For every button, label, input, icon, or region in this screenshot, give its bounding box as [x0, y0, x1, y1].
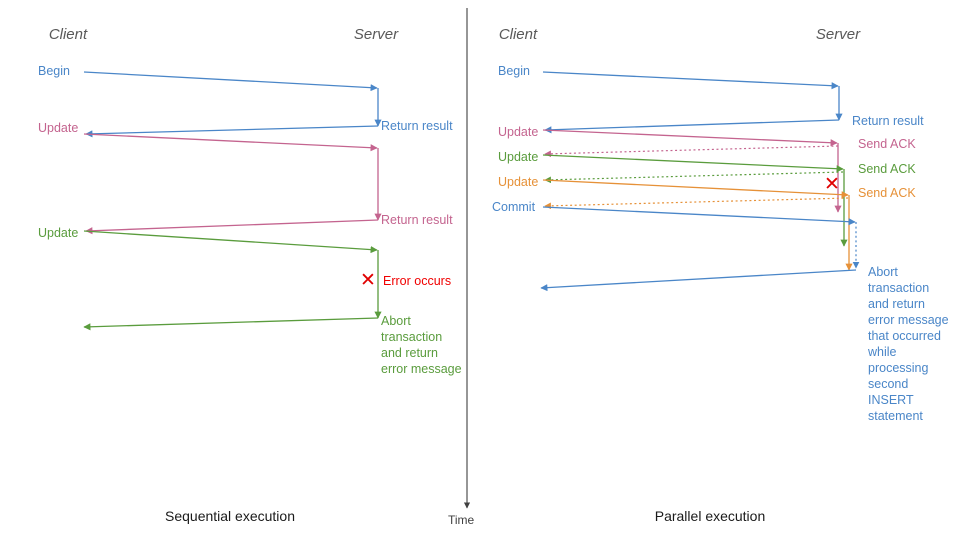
msg-label-send-ack-2: Send ACK [858, 162, 916, 176]
error-x-mark: ✕ [824, 174, 840, 195]
msg-label-update-1: Update [38, 121, 78, 135]
lane-title-server: Server [816, 26, 861, 43]
msg-label-error-occurs: Error occurs [383, 274, 451, 288]
label-line: that occurred [868, 329, 941, 343]
msg-label-update-1: Update [498, 125, 538, 139]
arrow-return-result-2 [85, 219, 379, 235]
time-axis-label: Time [448, 513, 475, 527]
label-line: and return [868, 297, 925, 311]
arrow-ack-1 [544, 145, 839, 158]
arrow-begin [542, 71, 839, 90]
panel-caption: Parallel execution [655, 508, 766, 524]
arrow-update-3 [542, 179, 849, 199]
label-line: transaction [381, 330, 442, 344]
msg-label-update-2: Update [38, 226, 78, 240]
label-line: error message [868, 313, 949, 327]
arrow-abort-return [540, 269, 857, 292]
arrow-return-result [544, 119, 840, 134]
panel-caption: Sequential execution [165, 508, 295, 524]
lane-title-client: Client [49, 26, 88, 43]
msg-label-return-result-1: Return result [381, 119, 453, 133]
msg-label-return-result-2: Return result [381, 213, 453, 227]
label-line: and return [381, 346, 438, 360]
time-axis-group: Time [448, 8, 475, 527]
msg-label-update-2: Update [498, 150, 538, 164]
lane-title-server: Server [354, 26, 399, 43]
msg-label-send-ack-1: Send ACK [858, 137, 916, 151]
label-line: INSERT [868, 393, 914, 407]
msg-label-commit: Commit [492, 200, 536, 214]
arrow-ack-2 [544, 171, 844, 184]
arrow-ack-3 [544, 197, 849, 210]
label-line: Abort [381, 314, 411, 328]
arrow-return-result-1 [85, 125, 379, 138]
arrow-update-2 [542, 154, 844, 173]
label-line: processing [868, 361, 928, 375]
arrow-update-2 [83, 230, 378, 254]
arrow-update-1 [83, 133, 378, 152]
arrow-begin [83, 71, 378, 92]
arrow-update-1 [542, 129, 838, 147]
error-x-mark: ✕ [360, 270, 376, 291]
label-line: while [867, 345, 897, 359]
msg-label-return-result: Return result [852, 114, 924, 128]
msg-label-begin: Begin [498, 64, 530, 78]
msg-label-update-3: Update [498, 175, 538, 189]
msg-label-send-ack-3: Send ACK [858, 186, 916, 200]
label-line: error message [381, 362, 462, 376]
lane-title-client: Client [499, 26, 538, 43]
arrow-commit [542, 206, 856, 226]
label-line: Abort [868, 265, 898, 279]
label-line: statement [868, 409, 923, 423]
msg-label-abort-sequential: Abort transaction and return error message [381, 314, 462, 376]
msg-label-abort-parallel: Abort transaction and return error message t… [867, 265, 949, 423]
label-line: second [868, 377, 908, 391]
label-line: transaction [868, 281, 929, 295]
msg-label-begin: Begin [38, 64, 70, 78]
arrow-abort-return [83, 317, 379, 331]
